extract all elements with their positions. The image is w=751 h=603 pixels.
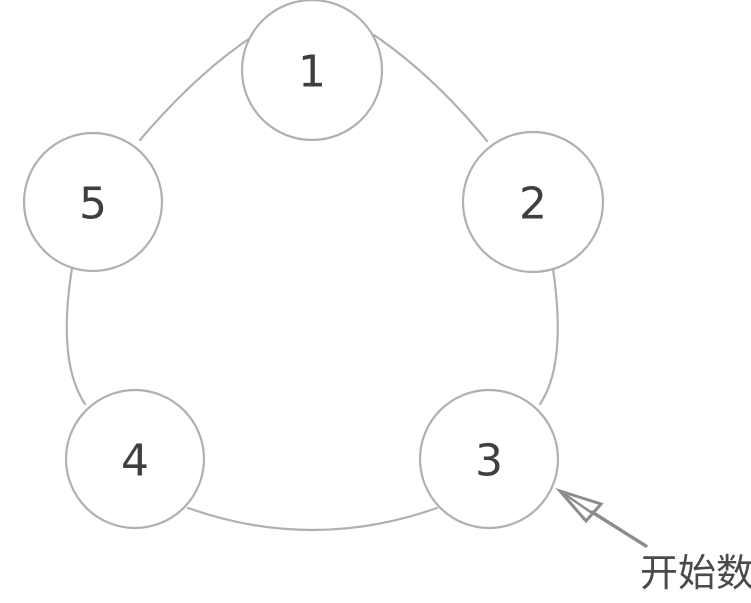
annotation-arrow-icon <box>555 487 648 548</box>
node-1-label: 1 <box>298 47 326 98</box>
node-1-circle[interactable] <box>240 0 384 142</box>
node-5[interactable]: 5 <box>22 131 164 273</box>
arrow-head-crease <box>558 489 594 515</box>
annotation-label: 开始数 <box>640 551 751 595</box>
node-3[interactable]: 3 <box>418 388 560 530</box>
node-5-circle[interactable] <box>22 131 164 273</box>
ring-nodes: 1 2 3 4 5 <box>22 0 605 530</box>
node-5-label: 5 <box>79 179 107 230</box>
node-4[interactable]: 4 <box>64 388 206 530</box>
arrow-shaft <box>590 510 648 548</box>
node-4-circle[interactable] <box>64 388 206 530</box>
link-4-to-5 <box>65 266 87 406</box>
link-1-to-2 <box>372 33 489 143</box>
node-1[interactable]: 1 <box>240 0 384 142</box>
node-3-circle[interactable] <box>418 388 560 530</box>
node-2-label: 2 <box>519 179 547 230</box>
link-5-to-1 <box>138 34 255 142</box>
arrow-head <box>555 487 604 524</box>
node-2-circle[interactable] <box>461 130 605 274</box>
ring-links <box>65 33 559 532</box>
link-3-to-4 <box>186 506 439 532</box>
node-2[interactable]: 2 <box>461 130 605 274</box>
node-3-label: 3 <box>475 436 503 487</box>
link-2-to-3 <box>538 267 559 406</box>
node-4-label: 4 <box>121 436 149 487</box>
